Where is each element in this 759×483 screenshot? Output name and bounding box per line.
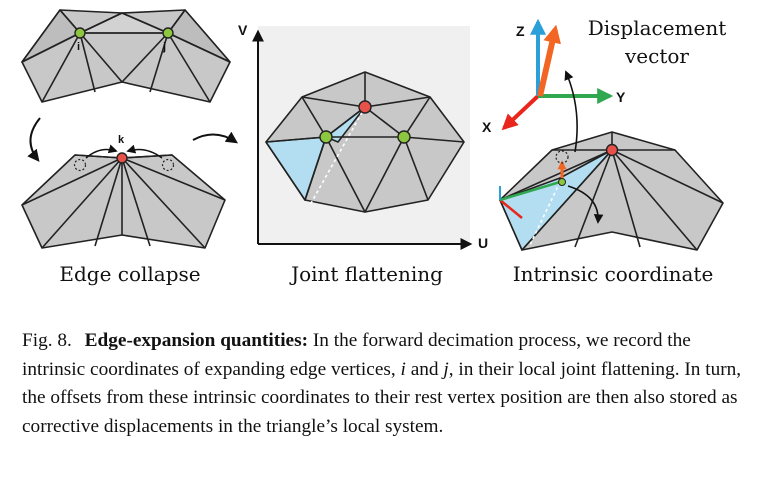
removed-vertex-j-ghost [161,158,175,172]
u-axis-label: U [478,235,488,251]
collapse-arrow-right-icon [126,144,163,159]
flattened-mesh [265,71,465,213]
x-axis-label: X [482,119,492,135]
figure-caption: Fig. 8. Edge-expansion quantities: In th… [22,327,742,441]
edge-collapse-label: Edge collapse [59,262,201,286]
vertex-j-label: j [162,41,166,53]
flat-vertex-j-dot [397,130,411,144]
mesh-intrinsic [499,131,724,251]
y-axis-label: Y [616,89,626,105]
intrinsic-green-edge [499,180,561,202]
displacement-label-line1: Displacement [587,16,727,40]
joint-flattening-label: Joint flattening [291,262,443,286]
intrinsic-red-edge [499,199,523,219]
caption-bold-lead: Edge-expansion quantities: [84,330,309,351]
mesh-before-collapse [21,9,231,103]
intrinsic-point-dot [558,178,566,186]
ghost-to-vector-arrow-icon [564,70,578,153]
z-axis-label: Z [516,23,525,39]
caption-part3: , in their local joint flattening. In tu… [22,358,742,437]
intrinsic-coordinate-label: Intrinsic coordinate [512,262,714,286]
rest-vertex-ghost [555,150,569,164]
v-axis-label: V [238,22,248,38]
caption-var-i: i [400,358,406,380]
flat-vertex-i-dot [319,130,333,144]
flattening-dashed-edge-2 [304,136,327,201]
collapse-arrow-icon [27,117,41,162]
displacement-label-line2: vector [625,44,689,68]
figure-diagram: i j k V U [21,9,724,251]
caption-var-j: j [443,358,449,380]
displacement-vector-label: Displacement vector [582,14,732,70]
vertex-i-dot [74,27,86,39]
vertex-i-label: i [77,41,80,53]
point-to-below-arrow-icon [567,185,604,224]
flat-vertex-k-dot [358,100,372,114]
collapse-arrow-left-icon [85,144,118,159]
x-axis-arrow [501,94,540,131]
mesh-after-collapse [21,154,226,249]
vertex-k-dot [116,152,128,164]
to-flattening-arrow-icon [192,131,238,144]
caption-part1: In the forward decimation process, we re… [22,330,691,380]
flattening-dashed-edge-1 [309,106,366,206]
intrinsic-vertex-k-dot [605,143,619,157]
caption-figure-number: Fig. 8. [22,330,72,351]
vertex-j-dot [162,27,174,39]
displacement-vector-arrow [537,24,561,97]
removed-vertex-i-ghost [73,158,87,172]
vertex-k-label: k [118,134,125,146]
caption-part2: and [405,358,444,380]
